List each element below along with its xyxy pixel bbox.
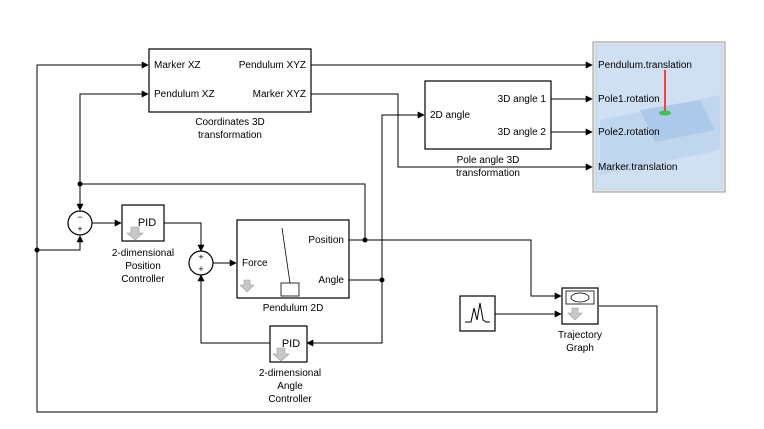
wire-pid-to-sum2[interactable] bbox=[164, 222, 205, 252]
port-3d-angle-1: 3D angle 1 bbox=[498, 94, 547, 105]
coordinates-3d-block[interactable]: Marker XZ Pendulum XZ Pendulum XYZ Marke… bbox=[148, 48, 312, 141]
trajectory-graph-block[interactable]: Trajectory Graph bbox=[558, 287, 602, 354]
down-arrow-icon bbox=[567, 307, 583, 321]
pole-angle-3d-caption: transformation bbox=[456, 168, 520, 179]
signal-source-box[interactable] bbox=[459, 295, 496, 332]
port-3d-angle-2: 3D angle 2 bbox=[498, 127, 547, 138]
coordinates-3d-caption: Coordinates 3D bbox=[195, 117, 264, 128]
port-pendulum-xyz: Pendulum XYZ bbox=[239, 60, 306, 71]
cart-icon bbox=[280, 282, 300, 297]
port-marker-translation: Marker.translation bbox=[598, 162, 677, 173]
pole-angle-3d-caption: Pole angle 3D bbox=[457, 155, 520, 166]
port-marker-xyz: Marker XYZ bbox=[253, 89, 306, 100]
down-arrow-icon bbox=[239, 279, 255, 293]
trajectory-graph-caption: Trajectory bbox=[558, 330, 602, 341]
sum-circle[interactable] bbox=[67, 210, 93, 236]
pid-angle-caption: Angle bbox=[277, 381, 303, 392]
pid-angle-caption: 2-dimensional bbox=[259, 368, 321, 379]
signal-source-block[interactable] bbox=[459, 295, 496, 332]
sum-sign-minus: − bbox=[77, 212, 82, 222]
pendulum-2d-caption: Pendulum 2D bbox=[263, 303, 324, 314]
port-pole1-rotation: Pole1.rotation bbox=[598, 94, 660, 105]
port-2d-angle: 2D angle bbox=[430, 110, 470, 121]
ellipse-trace-icon bbox=[570, 292, 590, 303]
junction-dot bbox=[34, 247, 40, 253]
junction-dot bbox=[362, 237, 368, 243]
signal-lines bbox=[36, 61, 658, 413]
down-arrow-icon bbox=[272, 347, 290, 362]
pid-position-controller[interactable]: PID 2-dimensional Position Controller bbox=[112, 204, 174, 285]
junction-dot bbox=[379, 277, 385, 283]
sum-circle[interactable] bbox=[188, 250, 214, 276]
vr-sink-block[interactable]: Pendulum.translation Pole1.rotation Pole… bbox=[592, 41, 726, 193]
vr-scene-border bbox=[595, 44, 723, 190]
port-pendulum-xz: Pendulum XZ bbox=[154, 89, 215, 100]
wire-angle-to-pid[interactable] bbox=[306, 280, 383, 347]
wire-position-feedback[interactable] bbox=[76, 183, 366, 240]
wire-marker-xyz[interactable] bbox=[311, 93, 593, 171]
pid-angle-caption: Controller bbox=[268, 394, 312, 405]
vr-platform bbox=[640, 100, 715, 142]
sum-sign-plus: + bbox=[77, 224, 82, 234]
waveform-icon bbox=[465, 302, 490, 323]
port-pole2-rotation: Pole2.rotation bbox=[598, 127, 660, 138]
port-marker-xz: Marker XZ bbox=[154, 60, 201, 71]
port-angle: Angle bbox=[318, 275, 344, 286]
trajectory-graph-caption: Graph bbox=[566, 343, 594, 354]
wire-to-pendulum-xz[interactable] bbox=[79, 90, 149, 210]
wire-angle-to-pole3d[interactable] bbox=[349, 111, 425, 281]
sum-block-2[interactable]: + + bbox=[188, 250, 214, 276]
down-arrow-icon bbox=[126, 226, 144, 241]
sum-sign-plus: + bbox=[198, 252, 203, 262]
vr-pendulum-base bbox=[659, 110, 671, 116]
pendulum-rod-icon bbox=[281, 227, 291, 284]
port-position: Position bbox=[308, 235, 344, 246]
pid-label: PID bbox=[282, 338, 300, 350]
pid-position-caption: Controller bbox=[121, 274, 165, 285]
port-pendulum-translation: Pendulum.translation bbox=[598, 60, 692, 71]
pole-angle-3d-box[interactable] bbox=[424, 80, 552, 150]
sum-block-1[interactable]: − + bbox=[67, 210, 93, 236]
sum-sign-plus: + bbox=[198, 264, 203, 274]
pid-position-caption: 2-dimensional bbox=[112, 248, 174, 259]
junction-dots bbox=[34, 181, 385, 283]
wire-reference-to-sum1[interactable] bbox=[37, 235, 84, 251]
wire-bottom-loop[interactable] bbox=[36, 250, 658, 413]
wire-position-to-graph[interactable] bbox=[349, 239, 562, 300]
pid-position-caption: Position bbox=[125, 261, 161, 272]
wire-pid-angle-to-sum2[interactable] bbox=[197, 274, 270, 344]
pole-angle-3d-block[interactable]: 2D angle 3D angle 1 3D angle 2 Pole angl… bbox=[424, 80, 552, 179]
port-force: Force bbox=[242, 258, 268, 269]
pid-angle-controller[interactable]: PID 2-dimensional Angle Controller bbox=[259, 325, 321, 405]
coordinates-3d-caption: transformation bbox=[198, 130, 262, 141]
coordinates-3d-box[interactable] bbox=[148, 48, 312, 113]
junction-dot bbox=[77, 181, 83, 187]
pendulum-2d-block[interactable]: Force Position Angle Pendulum 2D bbox=[236, 219, 350, 314]
pid-label: PID bbox=[138, 217, 156, 229]
wire-to-marker-xz[interactable] bbox=[36, 61, 149, 250]
